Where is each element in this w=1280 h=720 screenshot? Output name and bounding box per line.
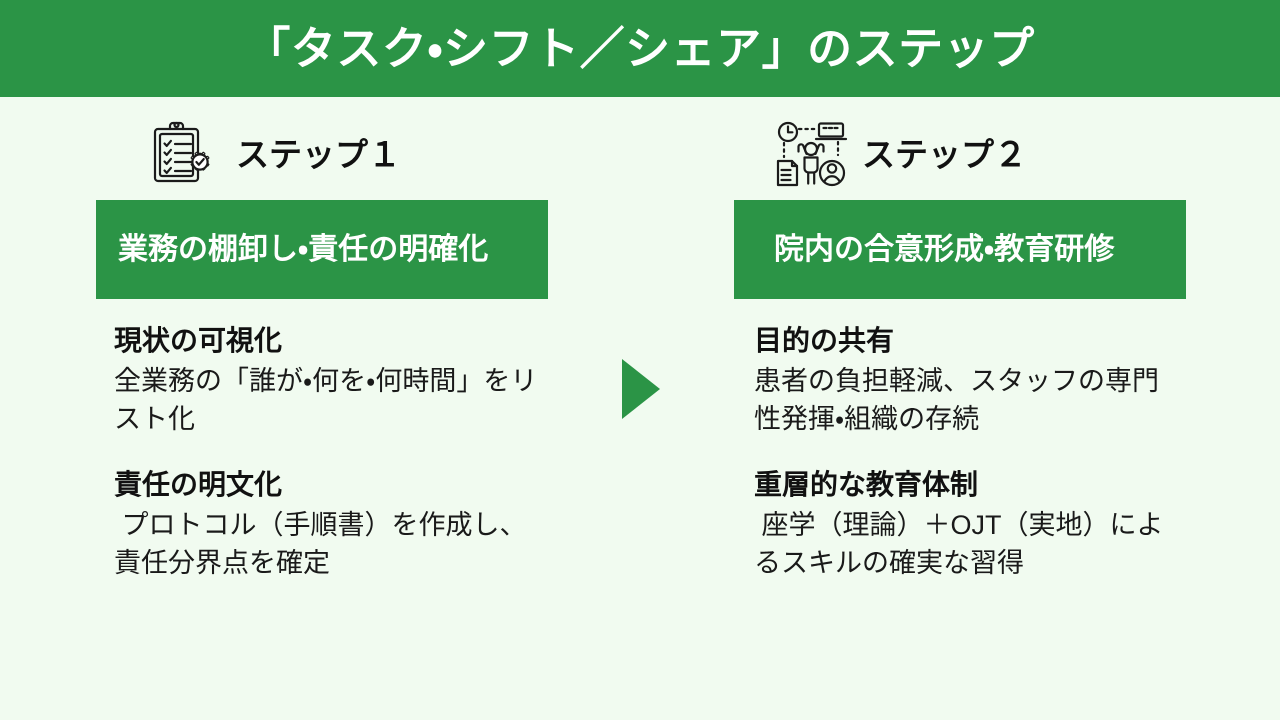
step-1-header: ステップ１ xyxy=(96,118,548,190)
item-description: 患者の負担軽減、スタッフの専門性発揮・組織の存続 xyxy=(754,365,1159,435)
step-2-banner: 院内の合意形成・教育研修 xyxy=(734,200,1186,299)
list-item: 目的の共有 患者の負担軽減、スタッフの専門性発揮・組織の存続 xyxy=(754,323,1186,439)
step-1-label: ステップ１ xyxy=(236,135,401,173)
step-column-1: ステップ１ 業務の棚卸し・責任の明確化 現状の可視化 全業務の「誰が・何を・何時… xyxy=(96,118,548,582)
item-title: 目的の共有 xyxy=(754,325,895,356)
step-2-items: 目的の共有 患者の負担軽減、スタッフの専門性発揮・組織の存続 重層的な教育体制 … xyxy=(734,323,1186,582)
triangle-right-icon xyxy=(622,359,660,419)
item-description: プロトコル（手順書）を作成し、責任分界点を確定 xyxy=(114,509,527,578)
step-1-banner-text: 業務の棚卸し・責任の明確化 xyxy=(118,232,489,266)
slide-title: 「タスク・シフト／シェア」のステップ xyxy=(245,23,1035,74)
step-2-banner-text: 院内の合意形成・教育研修 xyxy=(774,232,1115,266)
slide-title-bar: 「タスク・シフト／シェア」のステップ xyxy=(0,0,1280,97)
item-title: 現状の可視化 xyxy=(114,325,283,356)
item-description: 座学（理論）＋OJT（実地）によるスキルの確実な習得 xyxy=(754,509,1164,578)
step-1-items: 現状の可視化 全業務の「誰が・何を・何時間」をリスト化 責任の明文化 プロトコル… xyxy=(96,323,548,582)
item-description: 全業務の「誰が・何を・何時間」をリスト化 xyxy=(114,365,538,435)
list-item: 現状の可視化 全業務の「誰が・何を・何時間」をリスト化 xyxy=(114,323,548,439)
step-1-banner: 業務の棚卸し・責任の明確化 xyxy=(96,200,548,299)
clipboard-checklist-gear-icon xyxy=(148,120,222,188)
step-column-2: ステップ２ 院内の合意形成・教育研修 目的の共有 患者の負担軽減、スタッフの専門… xyxy=(734,118,1186,582)
step-2-label: ステップ２ xyxy=(862,135,1027,173)
list-item: 重層的な教育体制 座学（理論）＋OJT（実地）によるスキルの確実な習得 xyxy=(754,467,1186,583)
item-title: 重層的な教育体制 xyxy=(754,468,979,500)
step-2-header: ステップ２ xyxy=(734,118,1186,190)
item-title: 責任の明文化 xyxy=(114,468,283,500)
list-item: 責任の明文化 プロトコル（手順書）を作成し、責任分界点を確定 xyxy=(114,467,548,583)
team-training-person-icon xyxy=(774,120,848,188)
